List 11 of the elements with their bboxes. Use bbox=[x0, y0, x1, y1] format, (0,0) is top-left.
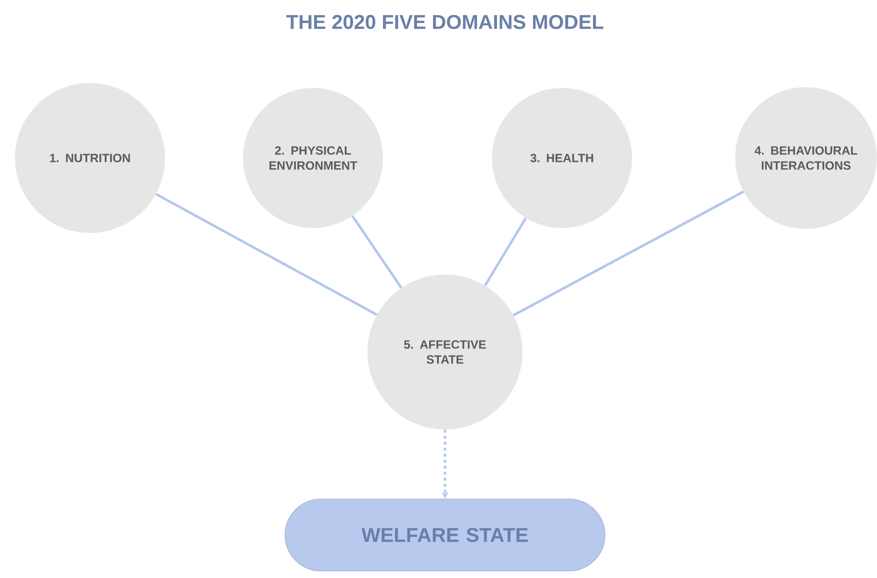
domain-blob: 2. PHYSICAL ENVIRONMENT bbox=[243, 88, 383, 228]
domain-blob: 4. BEHAVIOURAL INTERACTIONS bbox=[735, 87, 877, 229]
domain-blob: 3. HEALTH bbox=[492, 88, 632, 228]
title: THE 2020 FIVE DOMAINS MODEL bbox=[286, 14, 604, 30]
welfare-state-band: WELFARE STATE bbox=[284, 498, 606, 572]
connector-line bbox=[484, 217, 527, 286]
connector-line bbox=[155, 192, 378, 316]
domain-blob: 5. AFFECTIVE STATE bbox=[368, 274, 522, 430]
connector-line bbox=[512, 190, 744, 316]
connector-line bbox=[351, 215, 402, 288]
domain-blob: 1. NUTRITION bbox=[15, 83, 165, 233]
